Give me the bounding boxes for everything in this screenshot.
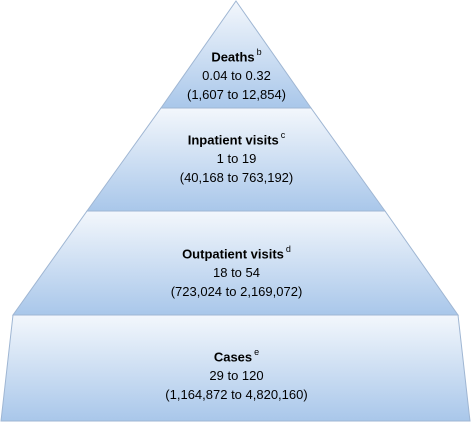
tier-rate: 29 to 120 [209, 368, 264, 384]
footnote-marker: d [285, 244, 291, 254]
footnote-marker: b [256, 47, 262, 57]
tier-rate: 1 to 19 [216, 151, 257, 167]
tier-count: (40,168 to 763,192) [179, 170, 294, 186]
footnote-marker: c [280, 130, 286, 140]
tier-cases-shape [0, 314, 471, 422]
tier-rate: 0.04 to 0.32 [202, 68, 271, 84]
tier-rate: 18 to 54 [213, 265, 260, 281]
tier-count: (1,164,872 to 4,820,160) [165, 387, 308, 403]
tier-count: (723,024 to 2,169,072) [170, 284, 303, 300]
footnote-marker: e [254, 347, 260, 357]
tier-count: (1,607 to 12,854) [186, 87, 287, 103]
